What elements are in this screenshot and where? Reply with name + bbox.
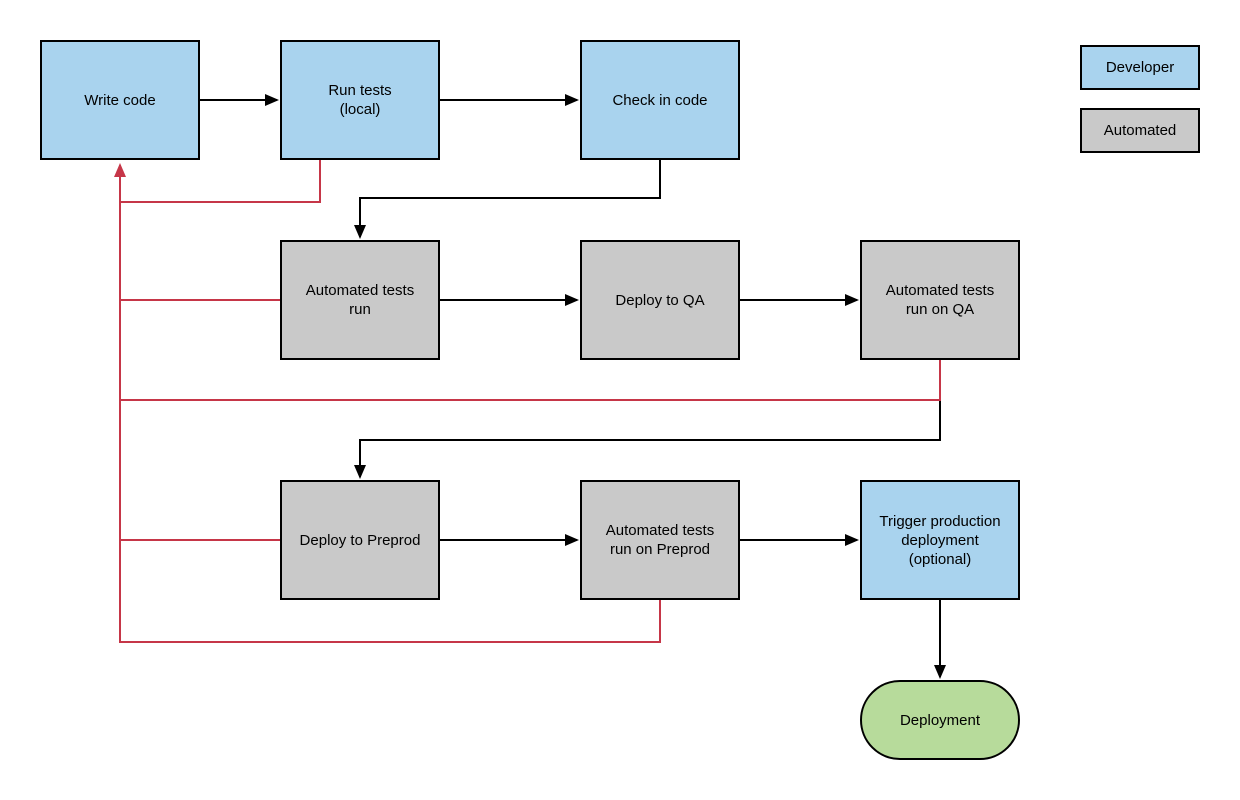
edge-tests-on-qa-to-deploy-preprod (354, 360, 941, 479)
node-automated-tests-run-on-qa-label: Automated tests run on QA (885, 282, 995, 318)
node-deploy-to-preprod-label: Deploy to Preprod (299, 531, 421, 549)
node-write-code: Write code (40, 40, 200, 160)
node-run-tests-local-label: Run tests (local) (328, 82, 392, 118)
node-deploy-to-qa: Deploy to QA (580, 240, 740, 360)
edge-fail-run-tests-to-write-code (121, 160, 321, 203)
node-check-in-code: Check in code (580, 40, 740, 160)
node-trigger-production-deployment: Trigger production deployment (optional) (860, 480, 1020, 600)
legend-automated-label: Automated (1103, 122, 1177, 139)
node-deployment-label: Deployment (899, 711, 981, 729)
node-write-code-label: Write code (84, 91, 156, 109)
node-automated-tests-run-on-preprod: Automated tests run on Preprod (580, 480, 740, 600)
node-check-in-code-label: Check in code (612, 91, 708, 109)
edge-check-in-to-automated-tests (354, 160, 661, 239)
node-deployment: Deployment (860, 680, 1020, 760)
edge-fail-tests-on-preprod-to-write-code (114, 163, 661, 643)
node-automated-tests-run-on-preprod-label: Automated tests run on Preprod (605, 522, 715, 558)
node-automated-tests-run-label: Automated tests run (305, 282, 415, 318)
node-run-tests-local: Run tests (local) (280, 40, 440, 160)
legend-item-automated: Automated (1080, 108, 1200, 153)
legend-developer-label: Developer (1105, 59, 1175, 76)
node-automated-tests-run-on-qa: Automated tests run on QA (860, 240, 1020, 360)
node-deploy-to-qa-label: Deploy to QA (615, 291, 705, 309)
edge-fail-tests-on-qa-to-write-code (121, 360, 941, 401)
node-deploy-to-preprod: Deploy to Preprod (280, 480, 440, 600)
node-automated-tests-run: Automated tests run (280, 240, 440, 360)
legend-item-developer: Developer (1080, 45, 1200, 90)
node-trigger-production-deployment-label: Trigger production deployment (optional) (879, 512, 1001, 568)
